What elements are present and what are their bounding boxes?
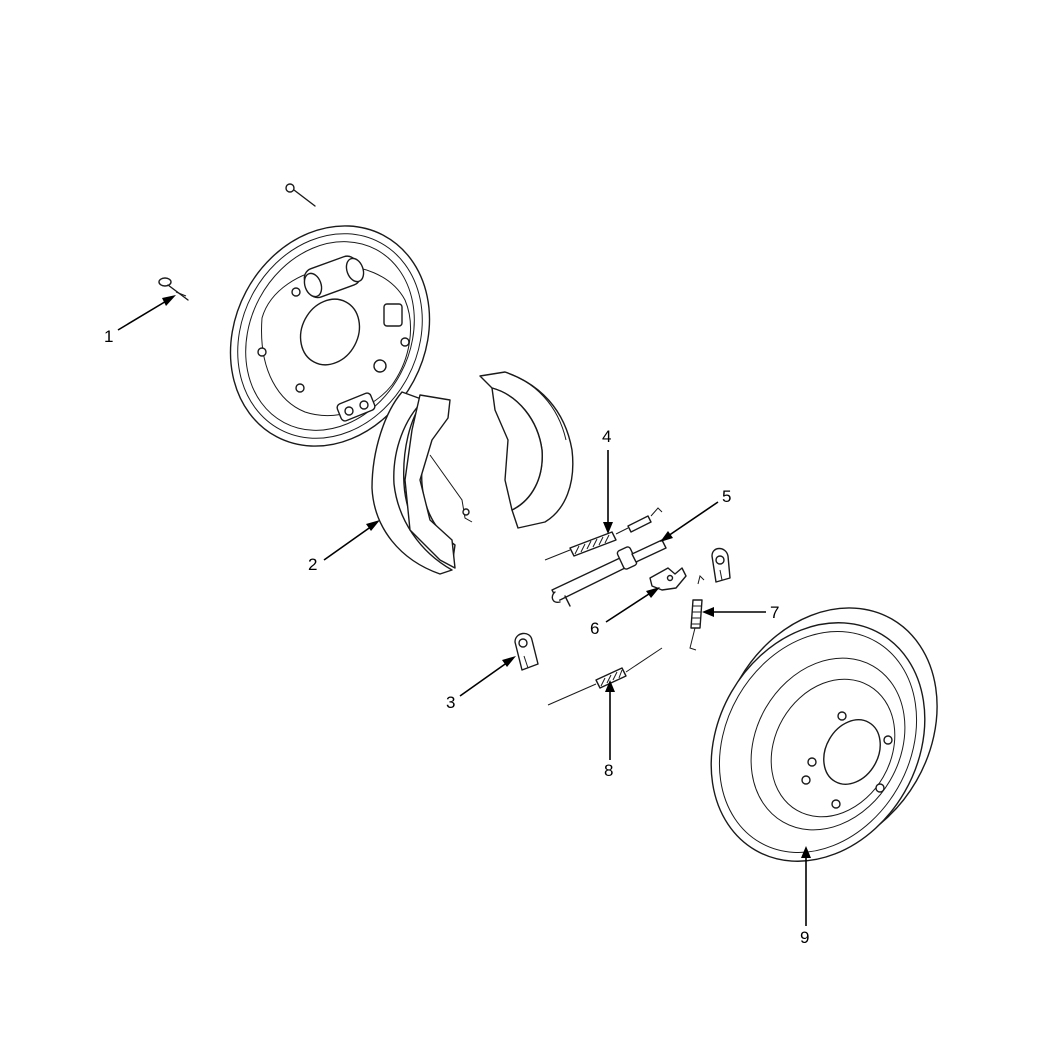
callout-label-8: 8 [604,761,613,780]
callout-3: 3 [446,656,516,712]
brake-shoe-rear [479,371,574,529]
hold-down-pin [158,277,189,301]
callout-label-1: 1 [104,327,113,346]
callout-5: 5 [660,487,731,542]
callout-9: 9 [800,846,811,947]
callout-2: 2 [308,520,380,574]
bolt [285,183,316,207]
callout-label-6: 6 [590,619,599,638]
callout-label-5: 5 [722,487,731,506]
backing-plate [229,225,431,447]
callout-label-3: 3 [446,693,455,712]
upper-return-spring [544,507,663,561]
callout-label-4: 4 [602,427,611,446]
hold-down-cup [514,632,539,671]
brake-shoe-front [371,391,473,575]
callout-label-7: 7 [770,603,779,622]
adjuster-strut [551,539,667,607]
callout-4: 4 [602,427,613,534]
shoe-hold-down-cup [711,547,731,583]
callout-label-2: 2 [308,555,317,574]
callout-7: 7 [702,603,779,622]
adjuster-spring [689,575,705,651]
callout-6: 6 [590,587,660,638]
lower-return-spring [547,647,663,706]
callout-8: 8 [604,680,615,780]
callout-1: 1 [104,295,176,346]
brake-drum [710,607,938,862]
adjuster-lever [649,567,687,591]
callout-label-9: 9 [800,928,809,947]
